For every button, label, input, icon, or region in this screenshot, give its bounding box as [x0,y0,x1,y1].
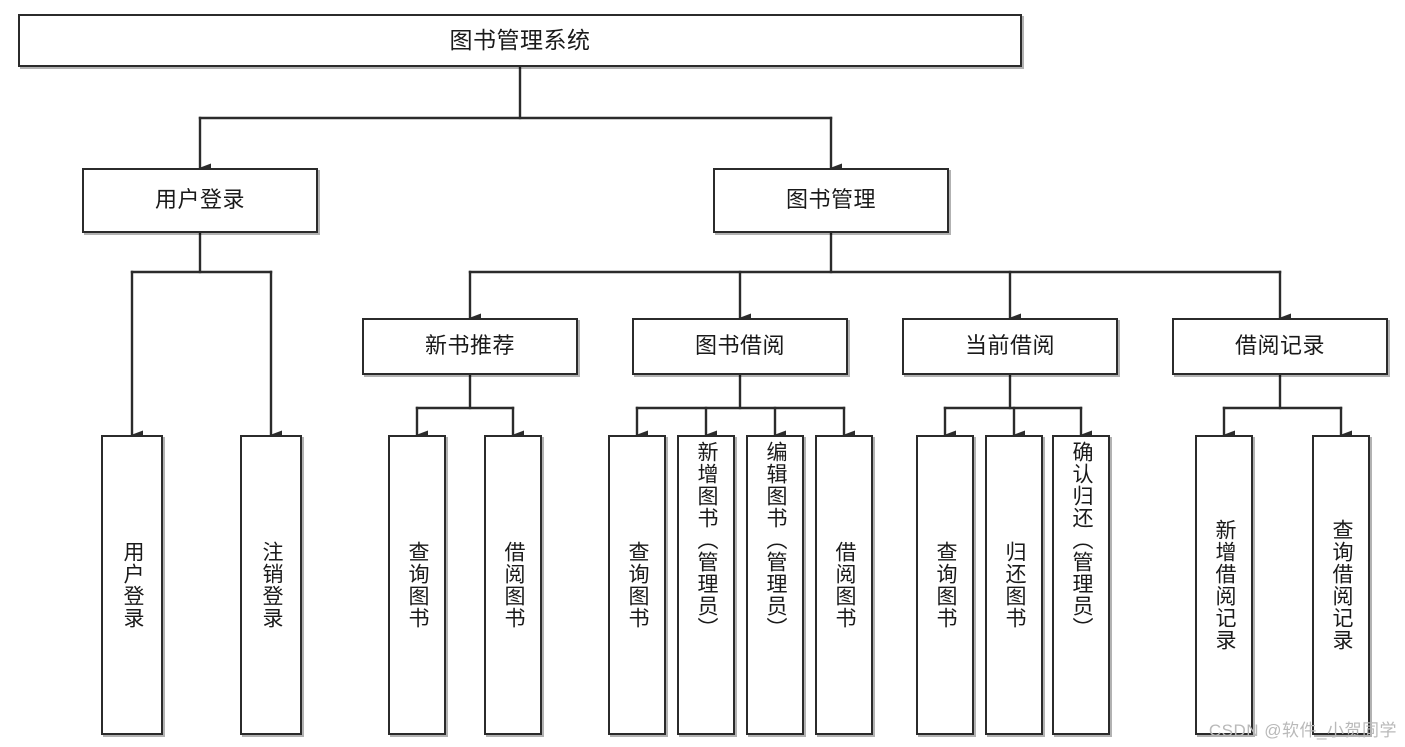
node-leaf-query-record[interactable]: 查询借阅记录 [1312,435,1370,735]
node-label: 查询图书 [406,541,430,629]
node-label: 查询图书 [934,541,958,629]
node-label: 借阅图书 [833,541,857,629]
node-leaf-query-book-2[interactable]: 查询图书 [608,435,666,735]
node-leaf-borrow-book-2[interactable]: 借阅图书 [815,435,873,735]
node-leaf-borrow-book-1[interactable]: 借阅图书 [484,435,542,735]
node-label: 用户登录 [154,187,245,213]
node-label: 图书管理 [785,187,876,213]
node-label: 新增图书（管理员） [695,441,719,639]
node-label: 新增借阅记录 [1213,519,1237,651]
watermark-text: CSDN @软件_小贺同学 [1208,721,1397,740]
node-label: 编辑图书（管理员） [764,441,788,639]
node-label: 用户登录 [121,541,145,629]
node-leaf-query-book-3[interactable]: 查询图书 [916,435,974,735]
connector-lines [130,65,1352,440]
node-label: 确认归还（管理员） [1070,441,1094,639]
node-label: 归还图书 [1003,541,1027,629]
node-new-book-recommend[interactable]: 新书推荐 [362,318,578,375]
node-book-borrow[interactable]: 图书借阅 [632,318,848,375]
node-leaf-query-book-1[interactable]: 查询图书 [388,435,446,735]
node-leaf-user-login[interactable]: 用户登录 [101,435,163,735]
node-leaf-edit-book[interactable]: 编辑图书（管理员） [746,435,804,735]
node-borrow-record[interactable]: 借阅记录 [1172,318,1388,375]
node-leaf-add-book[interactable]: 新增图书（管理员） [677,435,735,735]
node-label: 图书借阅 [694,333,785,359]
node-label: 新书推荐 [424,333,515,359]
node-current-borrow[interactable]: 当前借阅 [902,318,1118,375]
node-label: 借阅记录 [1234,333,1325,359]
node-label: 查询图书 [626,541,650,629]
node-book-manage[interactable]: 图书管理 [713,168,949,233]
node-leaf-return-book[interactable]: 归还图书 [985,435,1043,735]
node-label: 当前借阅 [964,333,1055,359]
node-label: 图书管理系统 [449,26,591,53]
node-leaf-add-record[interactable]: 新增借阅记录 [1195,435,1253,735]
node-label: 借阅图书 [502,541,526,629]
node-label: 注销登录 [260,541,284,629]
node-leaf-user-logout[interactable]: 注销登录 [240,435,302,735]
node-leaf-confirm-return[interactable]: 确认归还（管理员） [1052,435,1110,735]
node-user-login[interactable]: 用户登录 [82,168,318,233]
node-root[interactable]: 图书管理系统 [18,14,1022,67]
node-label: 查询借阅记录 [1330,519,1354,651]
